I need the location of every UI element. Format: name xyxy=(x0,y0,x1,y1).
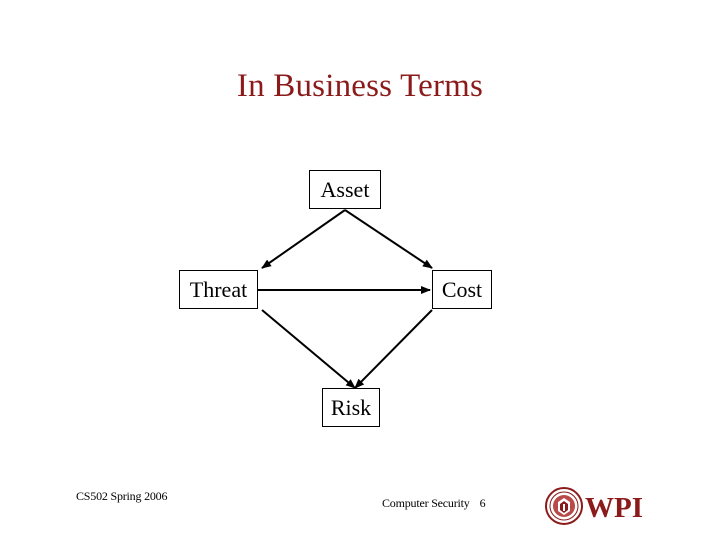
footer-subject-page: Computer Security 6 xyxy=(382,496,486,511)
slide-title: In Business Terms xyxy=(236,68,484,104)
node-threat: Threat xyxy=(179,270,258,309)
logo-text: WPI xyxy=(585,492,643,524)
wpi-logo: WPI xyxy=(544,484,646,528)
wpi-seal-icon: WPI xyxy=(545,487,643,525)
node-asset: Asset xyxy=(309,170,381,209)
edge-cost-risk xyxy=(354,309,433,389)
edge-asset-cost xyxy=(344,209,433,269)
footer-course: CS502 Spring 2006 xyxy=(76,489,168,503)
node-risk: Risk xyxy=(322,388,380,427)
edge-threat-risk xyxy=(261,309,356,389)
edge-asset-threat xyxy=(261,209,346,269)
footer-page-number: 6 xyxy=(479,496,486,510)
node-cost: Cost xyxy=(432,270,492,309)
footer-subject: Computer Security xyxy=(382,496,470,510)
